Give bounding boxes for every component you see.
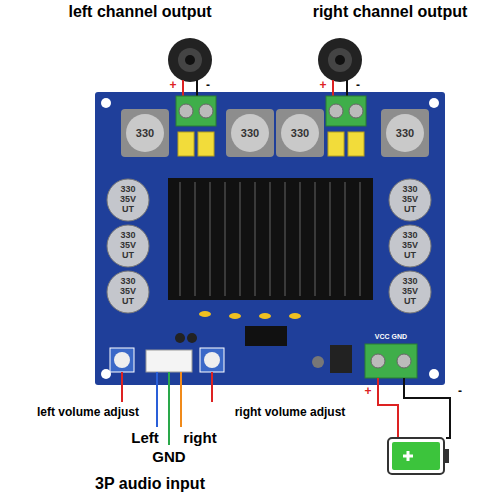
callout-label: right volume adjust [235, 406, 346, 419]
input-label: 3P audio input [95, 475, 205, 493]
capacitor-value: 330 35V UT [397, 231, 423, 261]
polarity-mark: + [364, 385, 371, 398]
film-capacitor [178, 132, 364, 156]
capacitor-value: 330 35V UT [397, 277, 423, 307]
speaker-wire [183, 80, 347, 98]
capacitor-value: 330 35V UT [397, 185, 423, 215]
polarity-mark: - [206, 79, 210, 92]
mounting-hole [101, 98, 439, 379]
smd-part [175, 311, 324, 368]
speaker-symbol [168, 38, 362, 82]
inductor-value: 330 [136, 127, 154, 139]
signal-name: right [183, 430, 216, 447]
channel-label: right channel output [313, 3, 468, 21]
inductor-value: 330 [396, 127, 414, 139]
regulator [330, 345, 352, 373]
polarity-mark: - [356, 79, 360, 92]
inductor [121, 109, 429, 157]
capacitor-value: 330 35V UT [115, 185, 141, 215]
polarity-mark: - [458, 385, 462, 398]
inductor-value: 330 [241, 127, 259, 139]
capacitor-value: 330 35V UT [115, 231, 141, 261]
power-wire [378, 378, 450, 438]
callout-label: left volume adjust [37, 406, 139, 419]
potentiometer [110, 348, 224, 372]
polarity-mark: + [319, 79, 326, 92]
power-terminal [365, 344, 417, 378]
signal-name: Left [131, 430, 159, 447]
input-connector [146, 350, 192, 372]
screw-terminal [176, 96, 366, 126]
signal-name: GND [152, 449, 185, 466]
inductor-value: 330 [291, 127, 309, 139]
heatsink [168, 178, 373, 300]
channel-label: left channel output [68, 3, 211, 21]
capacitor-value: 330 35V UT [115, 277, 141, 307]
pcb-board [95, 92, 445, 385]
battery-symbol [388, 438, 449, 474]
polarity-mark: + [169, 79, 176, 92]
silk-label: VCC GND [375, 333, 407, 341]
electrolytic-capacitor [107, 179, 431, 313]
